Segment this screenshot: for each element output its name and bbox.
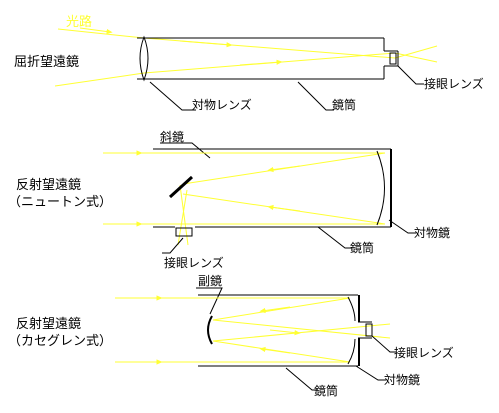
- refractor-section: 光路 屈折望遠鏡 対物レンズ: [14, 14, 484, 112]
- newtonian-tube-label: 鏡筒: [350, 240, 374, 255]
- newtonian-ray-to-eyepiece-2: [177, 189, 188, 246]
- newtonian-eyepiece-shape: [175, 227, 193, 237]
- cassegrain-arrow-3: [259, 306, 291, 314]
- refractor-tube-label: 鏡筒: [332, 97, 356, 112]
- newtonian-title-line-1: 反射望遠鏡: [16, 177, 81, 193]
- cassegrain-ray-top-to-focus: [212, 319, 391, 339]
- newtonian-diagonal-leader: [160, 142, 211, 159]
- newtonian-tube: [153, 148, 391, 228]
- refractor-eyepiece-shape: [389, 52, 397, 65]
- cassegrain-secondary-mirror-shape: [207, 315, 213, 345]
- newtonian-eyepiece-label: 接眼レンズ: [164, 255, 224, 270]
- refractor-objective-leader: [149, 81, 196, 111]
- newtonian-objective-mirror-shape: [376, 150, 385, 226]
- refractor-objective-label: 対物レンズ: [192, 97, 252, 112]
- newtonian-arrow-3: [267, 165, 301, 173]
- newtonian-section: 反射望遠鏡 （ニュートン式） 斜鏡 接眼レンズ 鏡筒: [8, 129, 450, 270]
- refractor-ray-bottom-exit: [394, 52, 438, 63]
- cassegrain-ray-bottom-to-focus: [212, 323, 391, 342]
- cassegrain-secondary-leader: [196, 287, 223, 315]
- refractor-arrow-2: [179, 40, 233, 48]
- refractor-ray-bottom-incoming: [54, 72, 145, 87]
- refractor-eyepiece-leader: [397, 65, 424, 85]
- newtonian-ray-to-eyepiece-1: [179, 184, 189, 246]
- cassegrain-light-rays: [115, 295, 391, 365]
- cassegrain-objective-label: 対物鏡: [384, 372, 420, 387]
- cassegrain-secondary-label: 副鏡: [198, 273, 222, 288]
- cassegrain-arrow-4: [259, 346, 291, 354]
- newtonian-tube-leader: [317, 226, 352, 249]
- newtonian-eyepiece-leader: [162, 237, 184, 254]
- cassegrain-tube-label: 鏡筒: [314, 383, 338, 398]
- cassegrain-eyepiece-shape: [365, 323, 373, 337]
- refractor-tube: [137, 37, 399, 80]
- cassegrain-ray-top-to-secondary: [212, 297, 351, 321]
- newtonian-objective-label: 対物鏡: [414, 225, 450, 240]
- newtonian-light-rays: [103, 150, 386, 246]
- cassegrain-section: 反射望遠鏡 （カセグレン式） 副鏡: [8, 273, 454, 398]
- newtonian-title-line-2: （ニュートン式）: [8, 195, 112, 210]
- cassegrain-tube-leader: [285, 367, 318, 391]
- refractor-objective-lens-shape: [139, 35, 149, 82]
- refractor-light-rays: [54, 27, 438, 87]
- cassegrain-objective-mirror-shape: [347, 296, 356, 365]
- cassegrain-arrow-5: [269, 329, 301, 336]
- refractor-arrow-3: [239, 59, 283, 66]
- newtonian-diagonal-label: 斜鏡: [160, 129, 184, 144]
- light-path-label: 光路: [66, 14, 92, 30]
- cassegrain-title-line-2: （カセグレン式）: [8, 334, 112, 349]
- refractor-eyepiece-label: 接眼レンズ: [424, 76, 484, 91]
- refractor-ray-top-incoming: [57, 28, 145, 39]
- cassegrain-objective-leader: [355, 365, 386, 381]
- newtonian-arrow-4: [267, 204, 301, 212]
- refractor-tube-leader: [297, 81, 334, 111]
- cassegrain-title-line-1: 反射望遠鏡: [16, 316, 81, 332]
- refractor-arrow-1: [79, 27, 113, 35]
- cassegrain-eyepiece-label: 接眼レンズ: [394, 345, 454, 360]
- refractor-ray-top-exit: [394, 45, 438, 59]
- cassegrain-tube: [198, 294, 372, 367]
- newtonian-diagonal-mirror-shape: [168, 175, 194, 199]
- refractor-title: 屈折望遠鏡: [14, 54, 79, 70]
- cassegrain-eyepiece-leader: [371, 335, 396, 353]
- newtonian-objective-leader: [388, 219, 416, 234]
